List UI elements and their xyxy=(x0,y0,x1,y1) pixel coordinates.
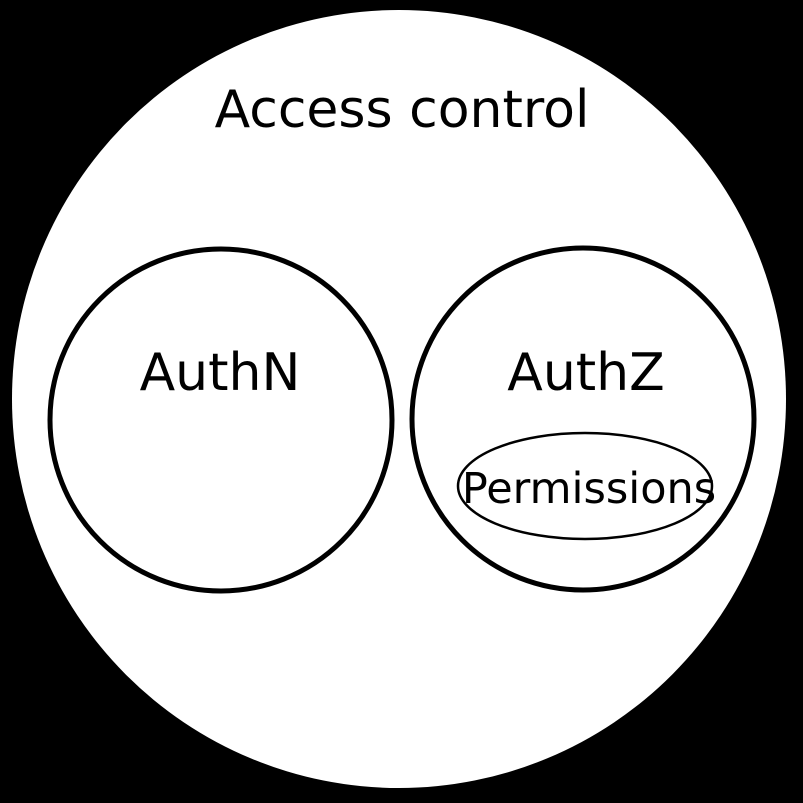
subset-ellipse-permissions xyxy=(456,431,714,541)
set-label-authn: AuthN xyxy=(140,343,301,403)
subset-label-permissions: Permissions xyxy=(462,464,716,514)
outer-set-label: Access control xyxy=(215,80,590,140)
set-circle-authn xyxy=(47,246,395,594)
outer-set-access-control xyxy=(12,10,786,788)
set-label-authz: AuthZ xyxy=(507,343,665,403)
